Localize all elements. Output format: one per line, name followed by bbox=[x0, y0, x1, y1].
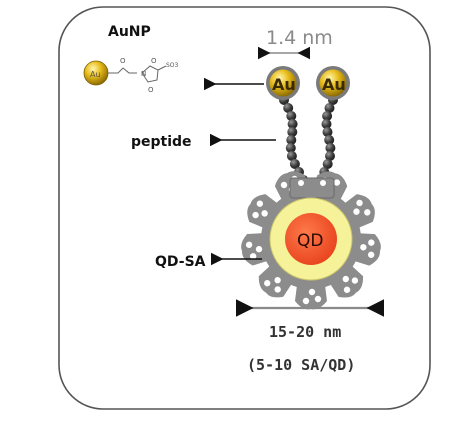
qd-size-label: 15-20 nm bbox=[269, 323, 341, 341]
peptide-bead bbox=[324, 103, 335, 113]
gold-nanoparticle-left: Au bbox=[266, 66, 300, 100]
qd-sa-label: QD-SA bbox=[155, 254, 206, 270]
streptavidin-petal bbox=[241, 233, 269, 266]
svg-text:Au: Au bbox=[272, 75, 296, 94]
svg-text:O: O bbox=[151, 57, 157, 65]
peptide-label: peptide bbox=[131, 134, 192, 150]
gold-nanoparticle-right: Au bbox=[316, 66, 350, 100]
peptide-bead bbox=[289, 159, 300, 169]
peptide-bead bbox=[325, 143, 336, 153]
streptavidin-petal bbox=[353, 233, 381, 266]
peptide-bead bbox=[322, 127, 333, 137]
streptavidin-petal bbox=[343, 194, 375, 229]
streptavidin-petal bbox=[329, 265, 364, 298]
peptide-bead bbox=[287, 127, 298, 137]
svg-text:N: N bbox=[141, 70, 146, 78]
aunp-label: AuNP bbox=[108, 24, 151, 40]
peptide-bead bbox=[321, 119, 332, 129]
quantum-dot: QD bbox=[269, 197, 353, 281]
svg-text:SO3: SO3 bbox=[166, 62, 179, 69]
streptavidin-petal bbox=[258, 265, 293, 298]
peptide-bead bbox=[322, 111, 333, 121]
peptide-bead bbox=[287, 119, 298, 129]
sa-ratio-label: (5-10 SA/QD) bbox=[247, 356, 355, 374]
diagram-frame bbox=[58, 6, 431, 410]
peptide-bead bbox=[322, 159, 333, 169]
svg-text:O: O bbox=[148, 86, 154, 94]
peptide-bead bbox=[286, 135, 297, 145]
au-size-label: 1.4 nm bbox=[266, 27, 333, 49]
aunp-linker-structure: Au O N O O SO3 bbox=[83, 57, 179, 94]
streptavidin-petal bbox=[294, 284, 327, 310]
peptide-bead bbox=[325, 151, 335, 161]
peptide-bead bbox=[286, 111, 297, 121]
streptavidin-top-holder bbox=[289, 177, 335, 199]
peptide-bead bbox=[285, 143, 296, 153]
svg-text:QD: QD bbox=[297, 231, 323, 251]
peptide-bead bbox=[324, 135, 335, 145]
streptavidin-petal bbox=[247, 194, 279, 229]
svg-text:Au: Au bbox=[322, 75, 346, 94]
svg-text:O: O bbox=[120, 57, 126, 65]
peptide-bead bbox=[286, 151, 297, 161]
peptide-bead bbox=[283, 103, 294, 113]
svg-text:Au: Au bbox=[90, 70, 101, 79]
